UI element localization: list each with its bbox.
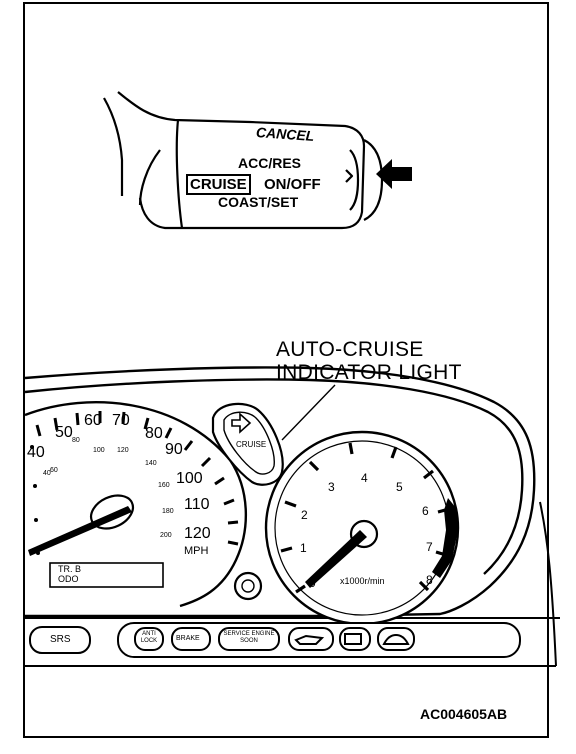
speed-tick-100: 100 xyxy=(176,470,203,487)
kmh-tick-160: 160 xyxy=(158,482,170,489)
kmh-tick-100: 100 xyxy=(93,447,105,454)
cruise-indicator-label: CRUISE xyxy=(236,440,267,449)
cruise-control-stalk xyxy=(103,91,384,230)
on-off-label: ON/OFF xyxy=(264,176,321,193)
service-engine-soon-lamp: SERVICE ENGINE SOON xyxy=(223,631,275,644)
tachometer xyxy=(264,430,460,626)
tach-tick-3: 3 xyxy=(328,480,335,494)
brake-lamp: BRAKE xyxy=(176,635,200,642)
trip-reset-knob xyxy=(233,571,263,601)
speed-tick-120: 120 xyxy=(184,525,211,542)
speedometer xyxy=(24,401,248,608)
figure-code: AC004605AB xyxy=(420,706,508,722)
speed-tick-90: 90 xyxy=(165,441,183,458)
tach-tick-1: 1 xyxy=(300,541,307,555)
kmh-tick-60: 60 xyxy=(50,467,58,474)
cruise-indicator-light xyxy=(211,384,336,486)
speed-tick-80: 80 xyxy=(145,425,163,442)
kmh-tick-180: 180 xyxy=(162,508,174,515)
kmh-tick-120: 120 xyxy=(117,447,129,454)
speed-tick-70: 70 xyxy=(112,412,130,429)
tach-tick-4: 4 xyxy=(361,471,368,485)
speed-tick-110: 110 xyxy=(184,496,210,513)
kmh-tick-40: 40 xyxy=(43,470,51,477)
odometer-line-1: TR. B xyxy=(58,564,82,574)
speed-tick-50: 50 xyxy=(55,424,73,441)
tach-tick-0: 0 xyxy=(309,576,316,590)
callout-line-2: INDICATOR LIGHT xyxy=(276,361,462,384)
callout-line-1: AUTO-CRUISE xyxy=(276,338,424,361)
tach-tick-7: 7 xyxy=(426,540,433,554)
coast-set-label: COAST/SET xyxy=(218,194,299,210)
push-arrow xyxy=(376,159,412,189)
kmh-tick-200: 200 xyxy=(160,532,172,539)
kmh-tick-140: 140 xyxy=(145,460,157,467)
tach-tick-2: 2 xyxy=(301,508,308,522)
tach-unit: x1000r/min xyxy=(340,576,385,586)
tach-tick-6: 6 xyxy=(422,504,429,518)
odometer-line-2: ODO xyxy=(58,574,79,584)
speed-unit: MPH xyxy=(184,545,209,557)
tach-tick-8: 8 xyxy=(426,573,433,587)
cluster-housing xyxy=(24,366,560,667)
warning-lamp-row xyxy=(29,622,521,658)
tach-tick-5: 5 xyxy=(396,480,403,494)
speed-tick-60: 60 xyxy=(84,412,102,429)
srs-lamp: SRS xyxy=(50,634,71,645)
cruise-button-label: CRUISE xyxy=(186,174,251,195)
anti-lock-lamp: ANTI LOCK xyxy=(140,631,158,644)
speed-tick-40: 40 xyxy=(27,444,45,461)
kmh-tick-80: 80 xyxy=(72,437,80,444)
acc-res-label: ACC/RES xyxy=(238,155,302,171)
